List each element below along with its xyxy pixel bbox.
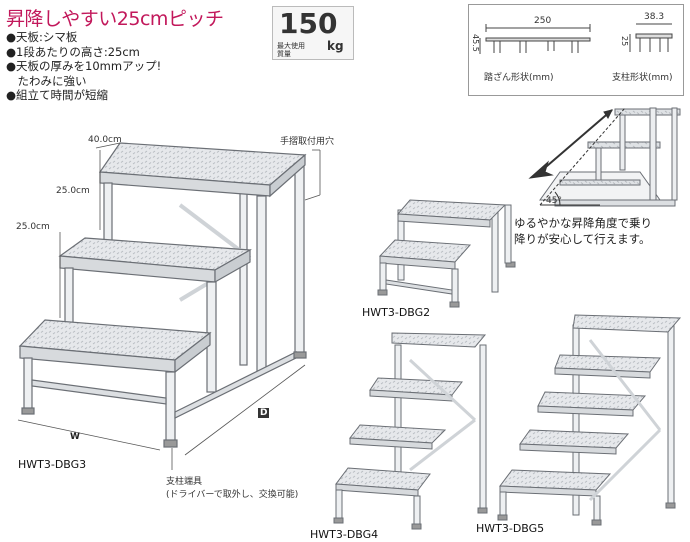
angle-label: 45°	[546, 196, 562, 206]
dimension-lines	[17, 142, 321, 470]
angle-description: ゆるやかな昇降角度で乗り 降りが安心して行えます。	[514, 215, 652, 247]
foot-label-note: (ドライバーで取外し、交換可能)	[166, 490, 299, 500]
depth-marker: D	[258, 408, 270, 418]
stair-diagram-main	[18, 142, 307, 448]
post-profile	[629, 23, 673, 52]
model-label-dbg4: HWT3-DBG4	[310, 528, 379, 541]
handrail-hole-label: 手摺取付用穴	[280, 137, 335, 147]
width-marker: W	[70, 432, 80, 442]
page-title: 昇降しやすい25cmピッチ	[6, 8, 224, 30]
depth-top-label: 40.0cm	[88, 135, 122, 145]
post-profile-caption: 支柱形状(mm)	[612, 73, 673, 83]
max-load-value: 150	[279, 7, 338, 40]
angle-description-line: 降りが安心して行えます。	[514, 232, 651, 246]
feature-item: ●天板の厚みを10mmアップ!	[6, 59, 162, 73]
stair-diagram-dbg5	[497, 314, 682, 526]
max-load-unit: kg	[327, 39, 344, 53]
step-height-label: 25.0cm	[16, 222, 50, 232]
feature-item: ●組立て時間が短縮	[6, 88, 109, 102]
max-load-label: 最大使用 質量	[277, 42, 305, 58]
max-load-label-line: 最大使用	[277, 42, 305, 50]
model-label-dbg2: HWT3-DBG2	[362, 306, 431, 319]
model-label-dbg5: HWT3-DBG5	[476, 522, 545, 535]
angle-diagram	[539, 107, 681, 207]
post-height-label: 25	[620, 36, 629, 47]
feature-item: ●天板:シマ板	[6, 30, 78, 44]
tread-width-label: 250	[534, 16, 552, 26]
max-load-badge: 150 最大使用 質量 kg	[272, 6, 354, 60]
angle-description-line: ゆるやかな昇降角度で乗り	[514, 216, 652, 230]
post-width-label: 38.3	[644, 12, 665, 22]
max-load-label-line: 質量	[277, 50, 291, 58]
feature-item: ●1段あたりの高さ:25cm	[6, 44, 140, 59]
tread-profile-caption: 踏ざん形状(mm)	[484, 73, 554, 83]
step-height-label: 25.0cm	[56, 186, 90, 196]
tread-height-label: 45.5	[471, 34, 480, 52]
foot-label: 支柱端具	[166, 477, 203, 487]
stair-diagram-dbg2	[377, 199, 516, 308]
model-label-dbg3: HWT3-DBG3	[18, 458, 87, 471]
feature-item: たわみに強い	[6, 73, 87, 88]
feature-list: ●天板:シマ板 ●1段あたりの高さ:25cm ●天板の厚みを10mmアップ! た…	[6, 30, 161, 103]
tread-profile	[479, 24, 591, 54]
profile-diagram-box	[468, 4, 684, 96]
angle-indicator	[528, 107, 626, 206]
stair-diagram-dbg4	[333, 332, 488, 530]
